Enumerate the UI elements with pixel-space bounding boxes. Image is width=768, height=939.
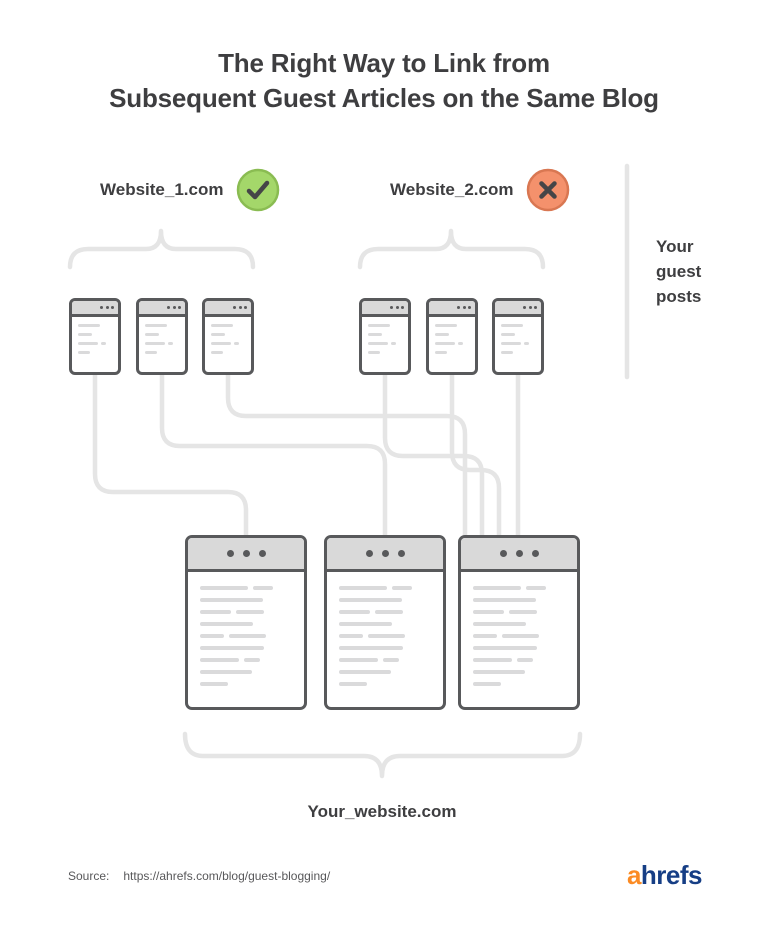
logo-prefix: a — [626, 860, 641, 890]
window-content-lines — [188, 572, 304, 707]
window-content-lines — [205, 317, 251, 367]
website-page-window — [324, 535, 446, 710]
link-line — [92, 369, 249, 543]
check-icon — [237, 168, 280, 212]
window-titlebar — [327, 538, 443, 572]
guest-post-window — [426, 298, 478, 375]
website-page-window — [458, 535, 580, 710]
ahrefs-logo: ahrefs — [626, 860, 703, 891]
window-titlebar — [188, 538, 304, 572]
your-website-label: Your_website.com — [307, 802, 457, 821]
website-page-window — [185, 535, 307, 710]
guest-post-window — [136, 298, 188, 375]
window-titlebar — [495, 301, 541, 317]
link-line — [449, 369, 502, 543]
window-titlebar — [72, 301, 118, 317]
website-2-label: Website_2.com — [390, 180, 514, 199]
window-dots-icon — [233, 306, 236, 309]
source-line: Source: https://ahrefs.com/blog/guest-bl… — [68, 869, 330, 883]
logo-suffix: hrefs — [640, 860, 703, 890]
guest-post-window — [359, 298, 411, 375]
website-2-label-group: Website_2.com — [390, 168, 570, 212]
check-badge — [236, 168, 280, 212]
window-titlebar — [429, 301, 475, 317]
window-dots-icon — [100, 306, 103, 309]
window-content-lines — [72, 317, 118, 367]
cross-badge — [526, 168, 570, 212]
window-content-lines — [461, 572, 577, 707]
brace-left-group — [67, 228, 256, 270]
window-titlebar — [205, 301, 251, 317]
window-dots-icon — [390, 306, 393, 309]
guest-post-window — [492, 298, 544, 375]
brace-your-website — [182, 731, 583, 779]
window-dots-icon — [167, 306, 170, 309]
window-dots-icon — [226, 550, 234, 557]
cross-icon — [527, 168, 570, 212]
window-dots-icon — [499, 550, 507, 557]
window-content-lines — [429, 317, 475, 367]
window-dots-icon — [523, 306, 526, 309]
window-titlebar — [139, 301, 185, 317]
window-content-lines — [139, 317, 185, 367]
source-label: Source: — [68, 869, 110, 883]
window-content-lines — [362, 317, 408, 367]
guest-post-window — [69, 298, 121, 375]
brace-right-group — [357, 228, 546, 270]
window-titlebar — [461, 538, 577, 572]
link-line — [159, 369, 388, 543]
title-line-1: The Right Way to Link from — [218, 48, 550, 78]
link-line — [382, 369, 485, 543]
guest-posts-note: Your guest posts — [656, 237, 702, 306]
window-dots-icon — [457, 306, 460, 309]
window-content-lines — [327, 572, 443, 707]
title-line-2: Subsequent Guest Articles on the Same Bl… — [109, 83, 659, 113]
page-title: The Right Way to Link from Subsequent Gu… — [0, 46, 768, 116]
link-line — [225, 369, 468, 543]
window-dots-icon — [365, 550, 373, 557]
guest-post-window — [202, 298, 254, 375]
source-url: https://ahrefs.com/blog/guest-blogging/ — [123, 869, 331, 883]
window-content-lines — [495, 317, 541, 367]
website-1-label-group: Website_1.com — [100, 168, 280, 212]
window-titlebar — [362, 301, 408, 317]
website-1-label: Website_1.com — [100, 180, 224, 199]
